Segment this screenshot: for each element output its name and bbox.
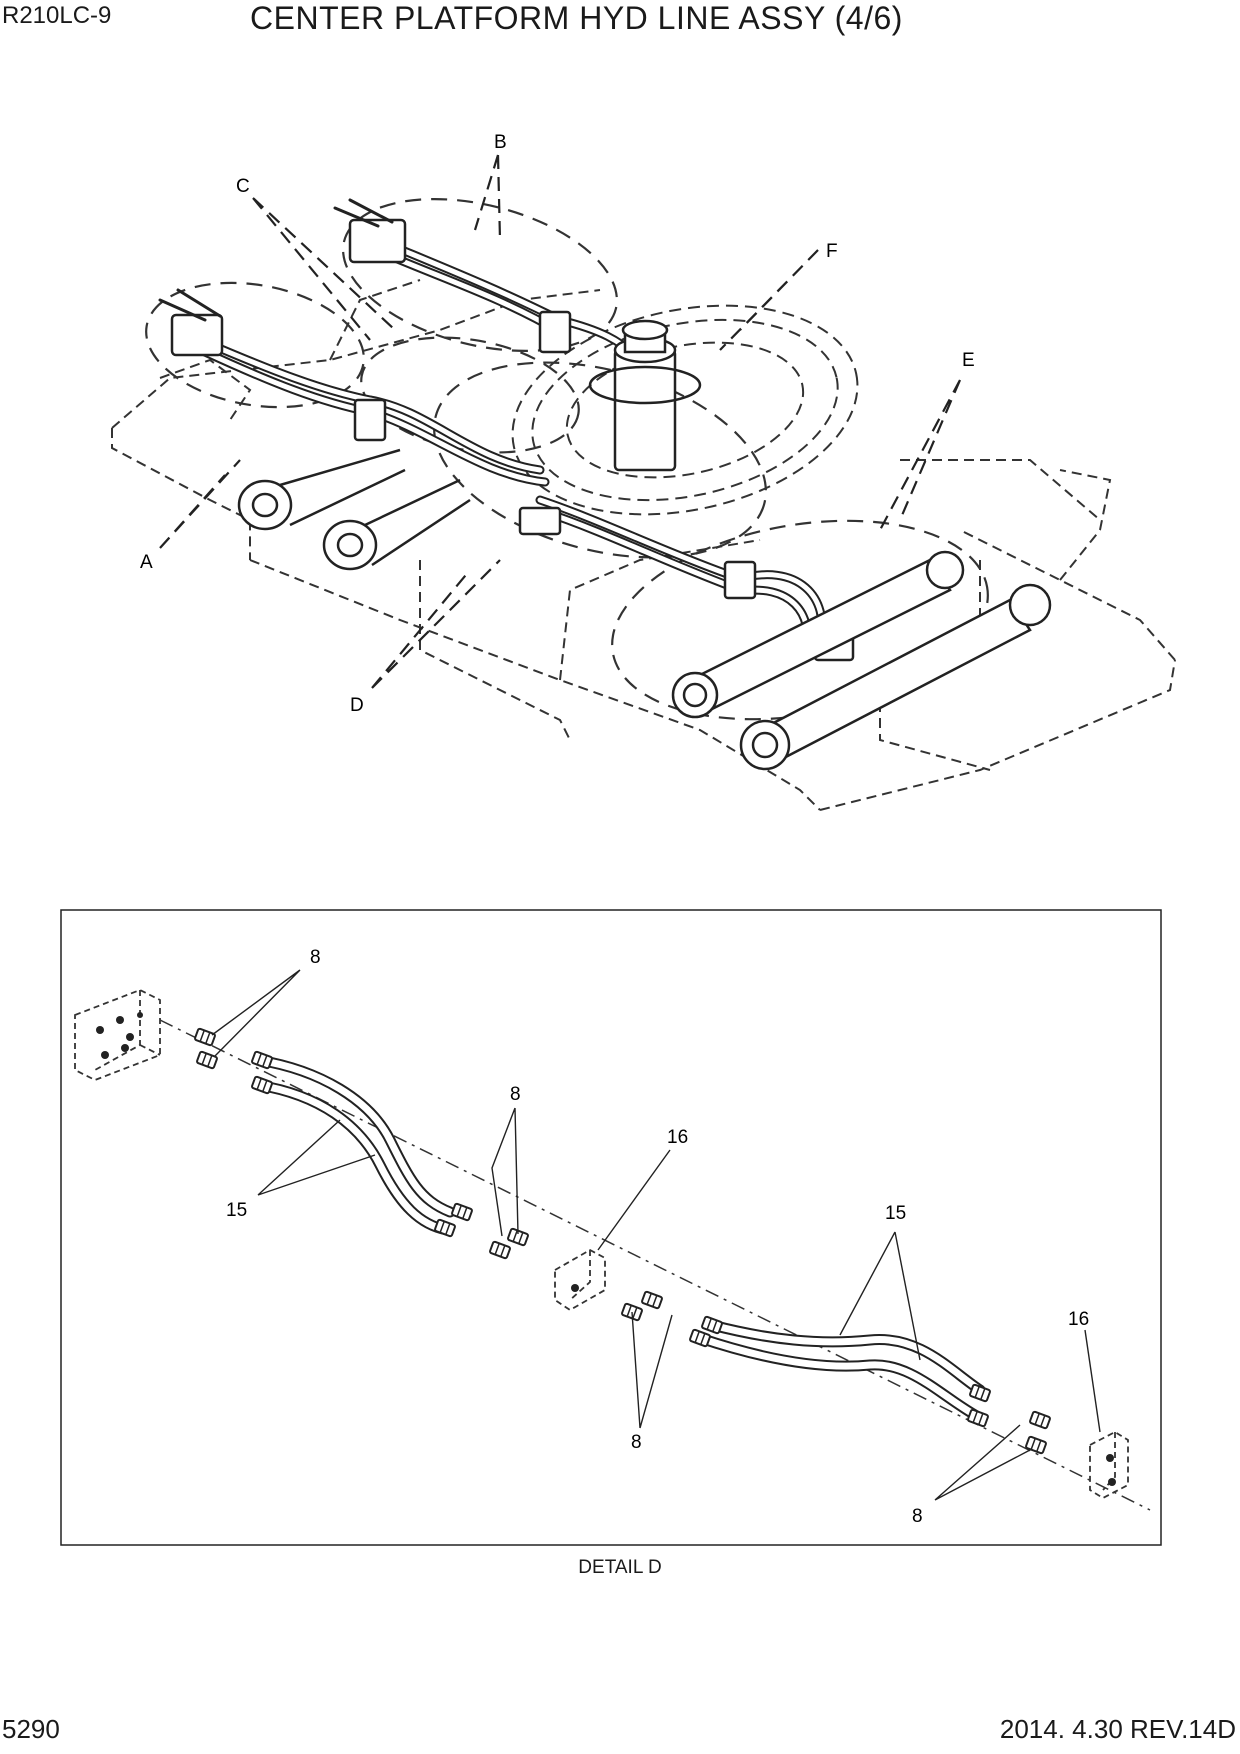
label-8-center-upper: 8 (510, 1084, 521, 1105)
callout-b: B (494, 132, 507, 153)
model-code: R210LC-9 (2, 2, 112, 29)
label-15-hose-left: 15 (226, 1200, 247, 1221)
label-8-center-lower: 8 (631, 1432, 642, 1453)
callout-e: E (962, 350, 975, 371)
revision-stamp: 2014. 4.30 REV.14D (999, 1714, 1236, 1744)
middle-port-block (554, 1248, 606, 1312)
label-15-hose-right: 15 (885, 1203, 906, 1224)
callout-a: A (140, 552, 153, 573)
swing-bearing (511, 304, 859, 516)
label-8-bottom-right: 8 (912, 1506, 923, 1527)
detail-fittings (193, 1027, 1052, 1455)
label-16-block-upper: 16 (667, 1127, 688, 1148)
page-title: CENTER PLATFORM HYD LINE ASSY (4/6) (250, 0, 903, 36)
label-8-top-left: 8 (310, 947, 321, 968)
callout-d: D (350, 695, 364, 716)
detail-d-drawing (74, 989, 1151, 1511)
detail-area-circles (145, 198, 989, 721)
swivel-joint (588, 319, 702, 472)
callout-c: C (236, 176, 250, 197)
detail-hoses-left (252, 1054, 456, 1236)
boom-cylinders-rear (671, 550, 1052, 771)
valve-levers (158, 198, 394, 322)
detail-leaders (211, 969, 1101, 1501)
overview-drawing (111, 154, 1176, 811)
right-port-block (1089, 1430, 1129, 1500)
detail-d-frame (60, 909, 1162, 1546)
page-number: 5290 (2, 1714, 60, 1744)
callout-f: F (826, 241, 838, 262)
callout-leaders (159, 154, 962, 689)
left-port-block (74, 989, 161, 1081)
valve-blocks (170, 218, 855, 662)
boom-cylinders-front (237, 448, 471, 571)
detail-caption: DETAIL D (578, 1557, 662, 1578)
label-16-block-right: 16 (1068, 1309, 1089, 1330)
